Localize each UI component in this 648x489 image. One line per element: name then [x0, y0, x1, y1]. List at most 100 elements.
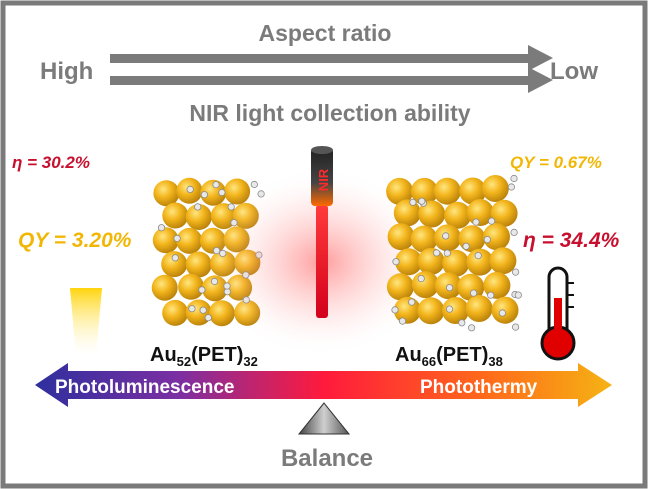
ligand-atom — [392, 258, 400, 266]
gold-atom — [442, 249, 470, 277]
photothermy-label: Photothermy — [420, 377, 538, 398]
ligand-atom — [507, 183, 515, 191]
balance-pivot-icon — [297, 402, 351, 435]
gold-atom — [417, 247, 445, 275]
ligand-atom — [200, 191, 208, 199]
ligand-atom — [194, 203, 202, 211]
nir-beam — [316, 205, 328, 318]
top-arrows — [110, 45, 553, 93]
gold-atom — [395, 248, 423, 276]
aspect-ratio-label: Aspect ratio — [259, 20, 392, 46]
nir-laser-icon — [311, 148, 333, 206]
ligand-atom — [511, 323, 520, 331]
gold-atom — [162, 202, 189, 229]
photoluminescence-label: Photoluminescence — [55, 377, 235, 398]
top-arrow-upper-head — [528, 45, 553, 71]
gold-atom — [481, 175, 509, 202]
thermometer-icon — [540, 266, 576, 361]
gold-atom — [483, 223, 510, 251]
left-eta-value: η = 30.2% — [12, 153, 90, 172]
ligand-atom — [199, 306, 207, 314]
low-label: Low — [550, 58, 598, 85]
ligand-atom — [467, 324, 476, 332]
nir-label: NIR — [316, 168, 331, 191]
photoluminescence-cone-icon — [70, 288, 102, 355]
nir-collection-label: NIR light collection ability — [189, 100, 470, 126]
ligand-atom — [469, 289, 478, 297]
ligand-atom — [173, 234, 181, 242]
gold-atom — [153, 180, 180, 207]
gold-atom — [162, 299, 189, 326]
gold-atom — [458, 225, 486, 253]
ligand-atom — [186, 185, 194, 193]
right-qy-value: QY = 0.67% — [510, 153, 602, 172]
high-label: High — [40, 58, 93, 85]
gold-atom — [490, 199, 518, 227]
gold-atom — [489, 247, 517, 275]
gold-atom — [176, 227, 203, 254]
nir-laser-cap — [311, 146, 333, 154]
ligand-atom — [462, 242, 470, 250]
ligand-atom — [432, 249, 441, 257]
spectrum-double-arrow — [35, 363, 612, 407]
ligand-atom — [408, 298, 416, 306]
ligand-atom — [212, 181, 220, 189]
gold-atom — [152, 227, 179, 254]
right-eta-value: η = 34.4% — [523, 229, 620, 252]
gold-atom — [185, 299, 212, 326]
gold-atom — [185, 204, 212, 230]
ligand-atom — [188, 305, 196, 313]
ligand-atom — [510, 228, 518, 236]
gold-atom — [185, 251, 212, 278]
left-qy-value: QY = 3.20% — [18, 229, 132, 252]
gold-atom — [200, 179, 227, 206]
gold-atom — [393, 199, 421, 227]
ligand-atom — [487, 291, 495, 299]
ligand-atom — [171, 254, 179, 262]
gold-atom — [433, 177, 461, 205]
ligand-atom — [418, 197, 426, 205]
gold-atom — [410, 225, 438, 253]
gold-atom — [465, 295, 493, 322]
ligand-atom — [472, 218, 480, 226]
ligand-atom — [157, 224, 166, 232]
ligand-atom — [511, 268, 520, 276]
top-arrow-upper-shaft — [110, 54, 530, 63]
ligand-atom — [510, 174, 518, 183]
ligand-atom — [198, 286, 206, 294]
ligand-atom — [398, 317, 407, 325]
right-cluster-model — [386, 174, 522, 332]
gold-atom — [387, 223, 415, 251]
ligand-atom — [417, 274, 425, 283]
ligand-atom — [204, 314, 212, 322]
gold-atom — [466, 248, 494, 276]
ligand-atom — [458, 319, 466, 327]
gold-atom — [178, 273, 205, 300]
ligand-atom — [483, 236, 491, 244]
ligand-atom — [442, 232, 450, 240]
balance-label: Balance — [281, 445, 373, 472]
gold-atom — [410, 177, 438, 205]
ligand-atom — [391, 306, 399, 314]
top-arrow-lower-shaft — [110, 76, 530, 85]
gold-atom — [442, 297, 469, 324]
gold-atom — [466, 199, 494, 226]
top-arrow-lower-head — [528, 67, 553, 93]
left-cluster-formula: Au52(PET)32 — [150, 344, 258, 369]
gold-atom — [386, 273, 414, 301]
ligand-atom — [487, 217, 496, 225]
gold-atom — [161, 251, 188, 278]
ligand-atom — [443, 249, 451, 257]
gold-atom — [491, 296, 519, 324]
gold-atom — [459, 177, 487, 205]
ligand-atom — [498, 309, 506, 317]
ligand-atom — [218, 188, 226, 197]
gold-atom — [151, 274, 178, 301]
right-cluster-formula: Au66(PET)38 — [395, 344, 503, 369]
ligand-atom — [445, 284, 454, 292]
ligand-atom — [409, 198, 417, 206]
gold-atom — [386, 177, 414, 205]
gold-atom — [457, 273, 485, 301]
ligand-atom — [445, 305, 454, 313]
